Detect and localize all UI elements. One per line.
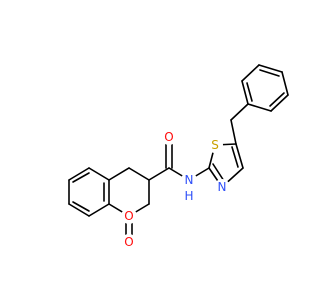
bond xyxy=(247,103,272,112)
bonds xyxy=(68,64,289,237)
atom-symbol: N xyxy=(185,173,194,187)
bond xyxy=(68,203,90,217)
bond xyxy=(281,71,289,96)
bond xyxy=(88,167,110,181)
bond xyxy=(88,203,110,217)
bond xyxy=(269,92,285,107)
bond xyxy=(212,163,225,182)
atom-symbol: O xyxy=(124,209,133,223)
bond xyxy=(270,94,289,112)
bond xyxy=(241,80,249,105)
carbonyl-oxygen-label: O xyxy=(161,129,177,145)
thiazole-nitrogen-label: N xyxy=(214,179,230,195)
bond xyxy=(231,146,239,168)
bond xyxy=(235,143,244,169)
atom-symbol: O xyxy=(164,130,173,144)
atom-symbol: S xyxy=(211,138,219,152)
atom-symbol: N xyxy=(218,180,227,194)
bond xyxy=(230,119,237,145)
bond xyxy=(258,64,283,73)
ring-oxygen-label: O xyxy=(121,208,137,224)
bond xyxy=(148,167,170,181)
thiazole-sulfur-label: S xyxy=(207,137,223,153)
molecule-structure: O O O N H S N xyxy=(68,64,289,250)
bond xyxy=(241,64,260,82)
lactone-carbonyl-oxygen-label: O xyxy=(121,234,137,250)
bond xyxy=(72,172,90,183)
amide-nitrogen-label: N xyxy=(181,172,197,188)
bond xyxy=(259,69,280,77)
bond xyxy=(230,103,249,121)
bond xyxy=(246,82,253,102)
bond xyxy=(72,201,90,212)
amide-hydrogen-label: H xyxy=(182,189,196,203)
atom-symbol: O xyxy=(124,235,133,249)
bond xyxy=(108,167,130,181)
atom-symbol: H xyxy=(184,189,193,203)
bond xyxy=(68,167,90,181)
atom-labels: O O O N H S N xyxy=(121,129,230,250)
bond xyxy=(128,167,150,181)
